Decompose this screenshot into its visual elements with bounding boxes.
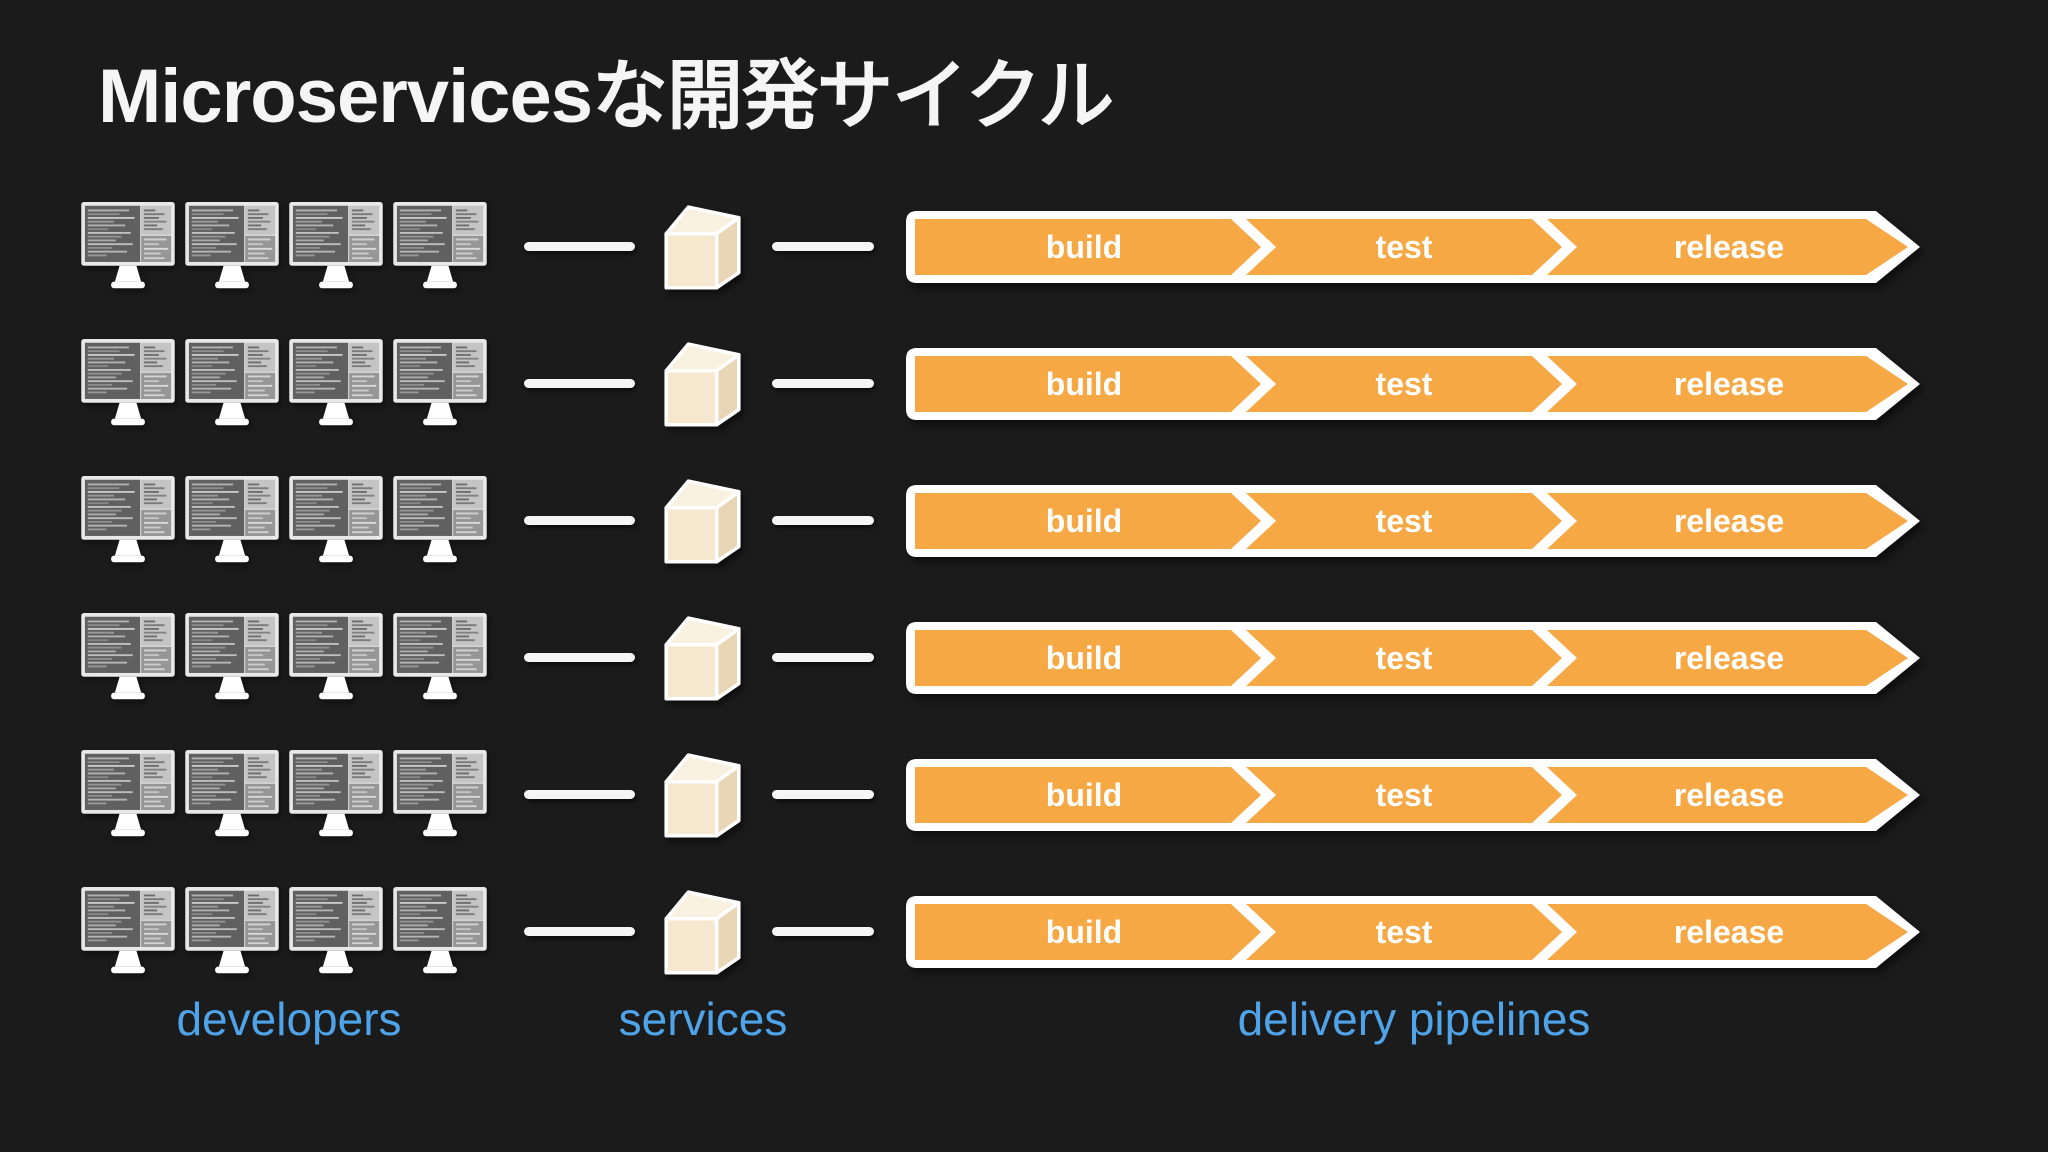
delivery-pipeline bbox=[904, 347, 1923, 421]
connector-line-service-to-pipeline bbox=[772, 653, 874, 662]
connector-line-service-to-pipeline bbox=[772, 516, 874, 525]
developer-monitor-icon bbox=[81, 339, 175, 428]
delivery-pipelines-column-label: delivery pipelines bbox=[1237, 993, 1591, 1045]
developer-monitor-icon bbox=[185, 750, 279, 839]
connector-line-service-to-pipeline bbox=[772, 790, 874, 799]
services-column-label: services bbox=[618, 993, 788, 1045]
connector-line-developers-to-service bbox=[524, 790, 635, 799]
connector-line-developers-to-service bbox=[524, 242, 635, 251]
developer-monitors-group bbox=[81, 339, 497, 428]
connector-line-developers-to-service bbox=[524, 379, 635, 388]
developer-monitor-icon bbox=[393, 887, 487, 976]
service-cube-icon bbox=[660, 885, 745, 979]
developer-monitor-icon bbox=[185, 339, 279, 428]
developer-monitor-icon bbox=[393, 613, 487, 702]
developer-monitors-group bbox=[81, 202, 497, 291]
connector-line-service-to-pipeline bbox=[772, 242, 874, 251]
developer-monitor-icon bbox=[185, 202, 279, 291]
service-cube-icon bbox=[660, 200, 745, 294]
developer-monitor-icon bbox=[289, 476, 383, 565]
developer-monitor-icon bbox=[393, 339, 487, 428]
slide-title: Microservicesな開発サイクル bbox=[98, 54, 1114, 139]
developer-monitor-icon bbox=[393, 202, 487, 291]
developer-monitor-icon bbox=[81, 476, 175, 565]
service-cube-icon bbox=[660, 474, 745, 568]
developer-monitor-icon bbox=[185, 887, 279, 976]
developer-monitor-icon bbox=[393, 476, 487, 565]
developer-monitor-icon bbox=[81, 887, 175, 976]
service-row bbox=[0, 863, 2048, 1000]
connector-line-service-to-pipeline bbox=[772, 379, 874, 388]
service-row bbox=[0, 178, 2048, 315]
connector-line-service-to-pipeline bbox=[772, 927, 874, 936]
delivery-pipeline bbox=[904, 210, 1923, 284]
service-row bbox=[0, 452, 2048, 589]
service-row bbox=[0, 315, 2048, 452]
delivery-pipeline bbox=[904, 895, 1923, 969]
developer-monitor-icon bbox=[81, 750, 175, 839]
service-cube-icon bbox=[660, 611, 745, 705]
developer-monitors-group bbox=[81, 887, 497, 976]
service-row bbox=[0, 726, 2048, 863]
developer-monitor-icon bbox=[393, 750, 487, 839]
developer-monitor-icon bbox=[289, 202, 383, 291]
developer-monitor-icon bbox=[185, 613, 279, 702]
connector-line-developers-to-service bbox=[524, 653, 635, 662]
developer-monitors-group bbox=[81, 613, 497, 702]
developers-column-label: developers bbox=[176, 993, 402, 1045]
delivery-pipeline bbox=[904, 484, 1923, 558]
developer-monitors-group bbox=[81, 476, 497, 565]
developer-monitor-icon bbox=[289, 887, 383, 976]
delivery-pipeline bbox=[904, 621, 1923, 695]
developer-monitor-icon bbox=[81, 613, 175, 702]
developer-monitor-icon bbox=[289, 339, 383, 428]
developer-monitor-icon bbox=[81, 202, 175, 291]
developer-monitor-icon bbox=[185, 476, 279, 565]
connector-line-developers-to-service bbox=[524, 516, 635, 525]
delivery-pipeline bbox=[904, 758, 1923, 832]
developer-monitor-icon bbox=[289, 750, 383, 839]
diagram-rows bbox=[0, 178, 2048, 1000]
connector-line-developers-to-service bbox=[524, 927, 635, 936]
service-cube-icon bbox=[660, 748, 745, 842]
service-cube-icon bbox=[660, 337, 745, 431]
developer-monitor-icon bbox=[289, 613, 383, 702]
service-row bbox=[0, 589, 2048, 726]
developer-monitors-group bbox=[81, 750, 497, 839]
